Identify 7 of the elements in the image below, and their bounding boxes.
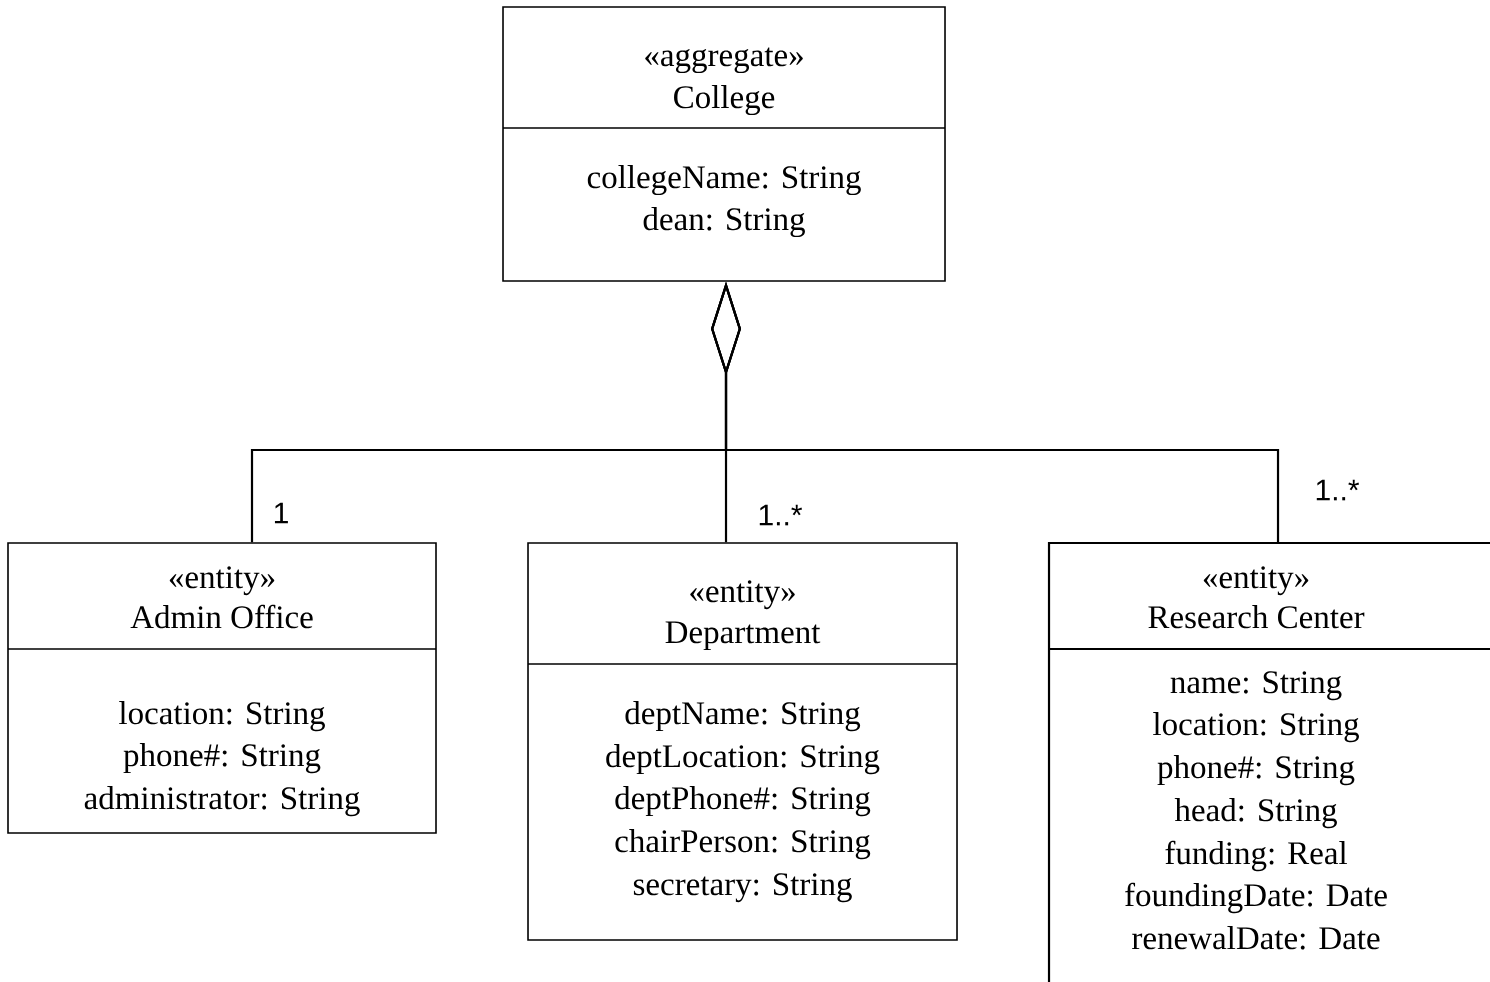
class-box: «entity» Admin Office location: String phone#: String administrator: String xyxy=(7,542,437,834)
multiplicity-label: 1 xyxy=(274,502,288,524)
class-box: «entity» Department deptName: String deptLocation: String deptPhone#: String chairPerson: String secretary: String xyxy=(527,542,958,941)
multiplicity-label: 1..* xyxy=(759,504,803,526)
class-box: «entity» Research Center name: String location: String phone#: String head: String funding: Real foundingDate: Date renewalDate: Date xyxy=(1047,541,1490,982)
class-box: «aggregate» College collegeName: String dean: String xyxy=(502,6,946,282)
multiplicity-label: 1..* xyxy=(1316,479,1360,501)
